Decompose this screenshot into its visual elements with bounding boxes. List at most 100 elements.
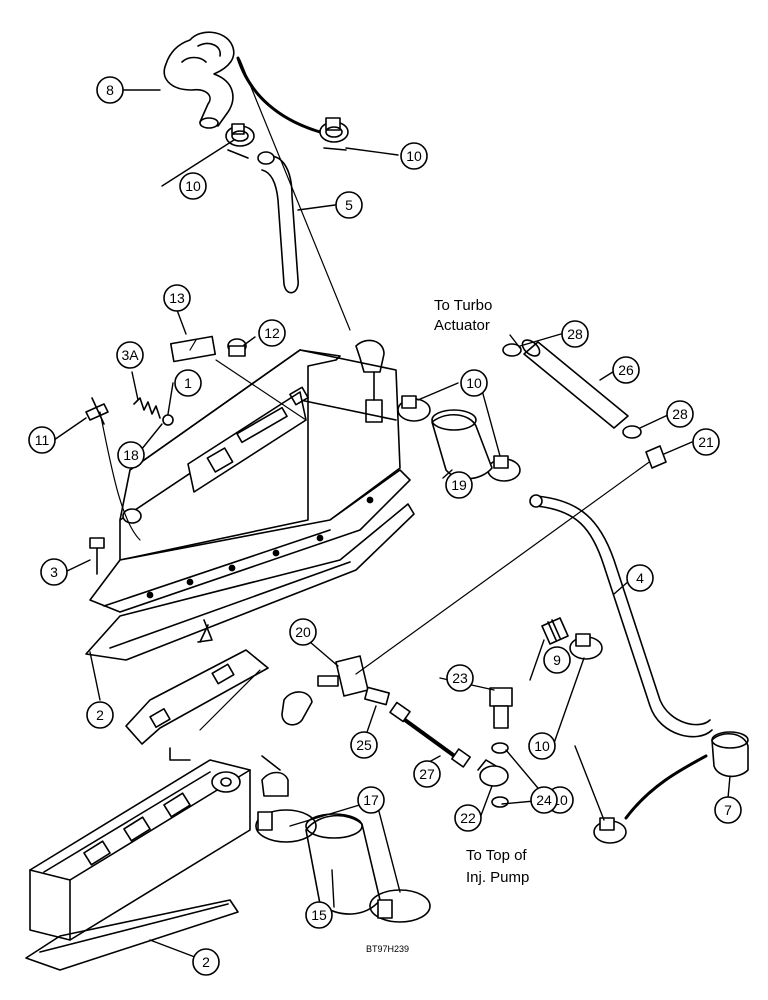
callout-label: 4 [636, 570, 644, 586]
callout-circle [192, 948, 220, 976]
callout-7: 7 [714, 796, 742, 824]
callout-circle [174, 369, 202, 397]
callout-10: 10 [400, 142, 428, 170]
banjo-fitting-part [477, 759, 509, 787]
callout-10: 10 [528, 732, 556, 760]
leader-line [355, 459, 653, 675]
tube-clamp-part [502, 343, 522, 357]
callout-label: 9 [553, 652, 561, 668]
callout-circle [86, 701, 114, 729]
note-turbo-line2: Actuator [434, 317, 490, 334]
decal-tag-part [169, 335, 217, 363]
callout-2: 2 [86, 701, 114, 729]
heater-housing-part [29, 759, 251, 941]
callout-label: 5 [345, 197, 353, 213]
callout-circle [289, 618, 317, 646]
callout-circle [400, 142, 428, 170]
callout-10: 10 [460, 369, 488, 397]
callout-circle [543, 646, 571, 674]
plug-fitting-part [227, 338, 247, 357]
callout-9: 9 [543, 646, 571, 674]
note-turbo-line1: To Turbo [434, 297, 492, 314]
callout-circle [666, 400, 694, 428]
tube-sleeve-part [261, 691, 313, 797]
callout-11: 11 [28, 426, 56, 454]
bent-tube-part [257, 151, 299, 294]
callout-circle [350, 731, 378, 759]
hose-connection-arc [624, 754, 708, 820]
callout-2: 2 [192, 948, 220, 976]
callout-circle [28, 426, 56, 454]
hose-clamp-part [569, 633, 603, 660]
intake-manifold-part [89, 349, 411, 613]
straight-hose-part [305, 813, 381, 915]
callout-label: 19 [451, 477, 467, 493]
callout-28: 28 [561, 320, 589, 348]
housing-gasket-part [25, 899, 239, 971]
callout-1: 1 [174, 369, 202, 397]
callout-label: 24 [536, 792, 552, 808]
leader-line [189, 339, 307, 421]
callout-label: 25 [356, 737, 372, 753]
callout-label: 10 [406, 148, 422, 164]
callout-circle [357, 786, 385, 814]
spring-part [133, 397, 161, 419]
direction-arrow [199, 624, 209, 643]
tee-fitting-part [317, 655, 369, 697]
banjo-bolt-part [489, 687, 513, 729]
note-pump-line2: Inj. Pump [466, 869, 529, 886]
fuel-line-part [389, 701, 471, 768]
hose-clamp-part [397, 395, 431, 422]
callout-circle [335, 191, 363, 219]
callout-label: 3A [121, 347, 139, 363]
figure-code: BT97H239 [366, 944, 409, 954]
callout-label: 22 [460, 810, 476, 826]
callout-26: 26 [612, 356, 640, 384]
elbow-hose-part [163, 31, 235, 129]
heater-gasket-part [125, 649, 269, 761]
callout-circle [454, 804, 482, 832]
callout-17: 17 [357, 786, 385, 814]
callout-bubbles: 12233A4578910101010101112131517181920212… [28, 76, 742, 976]
callout-label: 23 [452, 670, 468, 686]
callout-label: 11 [35, 432, 50, 448]
callout-22: 22 [454, 804, 482, 832]
callout-label: 28 [567, 326, 583, 342]
callout-circle [258, 319, 286, 347]
callout-label: 13 [169, 290, 185, 306]
callout-label: 2 [96, 707, 104, 723]
straight-tube-part [521, 339, 629, 429]
tube-clamp-part [622, 425, 642, 439]
hose-clamp-part [319, 117, 349, 151]
callout-27: 27 [413, 760, 441, 788]
callout-8: 8 [96, 76, 124, 104]
callout-label: 12 [264, 325, 280, 341]
short-hose-part [711, 731, 749, 778]
callout-circle [446, 664, 474, 692]
callout-10: 10 [179, 172, 207, 200]
callout-label: 1 [184, 375, 192, 391]
callout-label: 7 [724, 802, 732, 818]
hose-clamp-part [487, 455, 521, 482]
callout-5: 5 [335, 191, 363, 219]
worm-clamp-part [255, 809, 317, 843]
worm-clamp-part [369, 889, 431, 923]
callout-24: 24 [530, 786, 558, 814]
callout-label: 20 [295, 624, 311, 640]
callout-circle [179, 172, 207, 200]
manifold-gasket-part [85, 503, 415, 661]
callout-circle [445, 471, 473, 499]
callout-circle [116, 341, 144, 369]
callout-12: 12 [258, 319, 286, 347]
callout-25: 25 [350, 731, 378, 759]
callout-15: 15 [305, 901, 333, 929]
callout-circle [117, 441, 145, 469]
hose-connection-arc [236, 56, 322, 134]
housing-gasket-part [39, 903, 229, 953]
elbow-fitting-part [355, 339, 385, 423]
callout-4: 4 [626, 564, 654, 592]
callout-19: 19 [445, 471, 473, 499]
callout-circle [528, 732, 556, 760]
callout-circle [40, 558, 68, 586]
